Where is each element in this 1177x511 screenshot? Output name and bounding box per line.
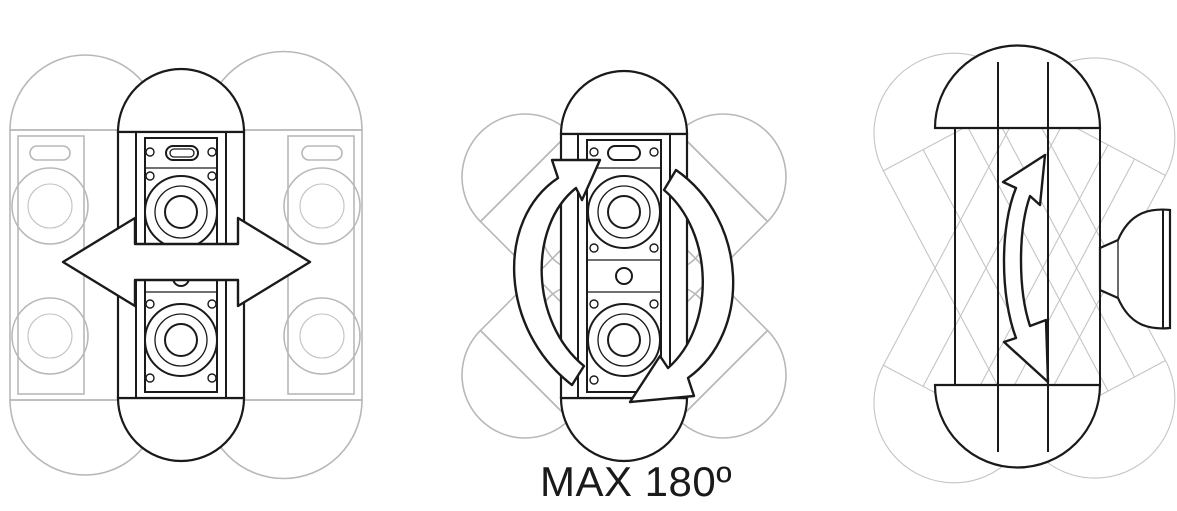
panel-rotation xyxy=(461,69,787,463)
panel-tilt xyxy=(873,44,1176,484)
rotation-arrows-icon xyxy=(512,158,735,404)
tilt-arrow-icon xyxy=(1001,153,1050,384)
speaker-front-view-rotating xyxy=(559,69,689,463)
panel-horizontal-slide xyxy=(9,50,363,480)
horizontal-slide-arrows-icon xyxy=(61,216,312,308)
wall-mount-bracket xyxy=(1098,208,1172,330)
speaker-side-view xyxy=(933,44,1172,469)
rotation-limit-caption: MAX 180º xyxy=(540,458,733,505)
